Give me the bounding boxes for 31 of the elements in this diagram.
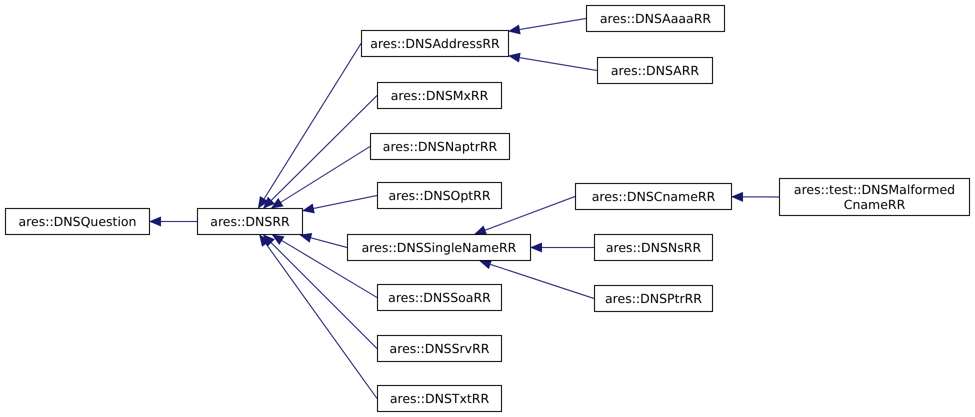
class-box: ares::DNSRR (197, 208, 303, 235)
inheritance-arrow (262, 95, 378, 209)
inheritance-arrow (302, 195, 378, 214)
class-box: ares::DNSPtrRR (594, 285, 713, 312)
inheritance-arrow (508, 18, 586, 34)
class-box: ares::DNSNaptrRR (370, 133, 510, 160)
class-box: ares::DNSTxtRR (377, 385, 502, 412)
inheritance-arrow (259, 234, 378, 399)
inheritance-arrow (258, 43, 362, 209)
class-box: ares::DNSQuestion (5, 208, 150, 235)
class-box: ares::DNSSoaRR (377, 284, 502, 311)
inheritance-arrow (474, 196, 576, 235)
inheritance-arrow (731, 192, 780, 202)
class-box: ares::DNSSingleNameRR (347, 234, 531, 261)
class-box: ares::DNSCnameRR (575, 183, 732, 210)
class-box: ares::DNSSrvRR (377, 335, 502, 362)
class-box: ares::DNSMxRR (377, 82, 502, 109)
class-box: ares::DNSOptRR (377, 182, 502, 209)
class-box: ares::test::DNSMalformed CnameRR (779, 178, 970, 216)
class-box: ares::DNSAaaaRR (586, 5, 725, 32)
inheritance-arrow (530, 242, 594, 252)
inheritance-arrow (262, 234, 378, 349)
class-box: ares::DNSARR (597, 57, 713, 84)
inheritance-arrow (299, 233, 348, 248)
class-box: ares::DNSNsRR (594, 234, 713, 261)
inheritance-arrow (272, 234, 378, 298)
inheritance-arrow (149, 216, 198, 226)
inheritance-arrow (270, 146, 370, 209)
inheritance-arrow (479, 260, 594, 299)
inheritance-arrow (508, 52, 598, 71)
class-box: ares::DNSAddressRR (361, 30, 509, 57)
